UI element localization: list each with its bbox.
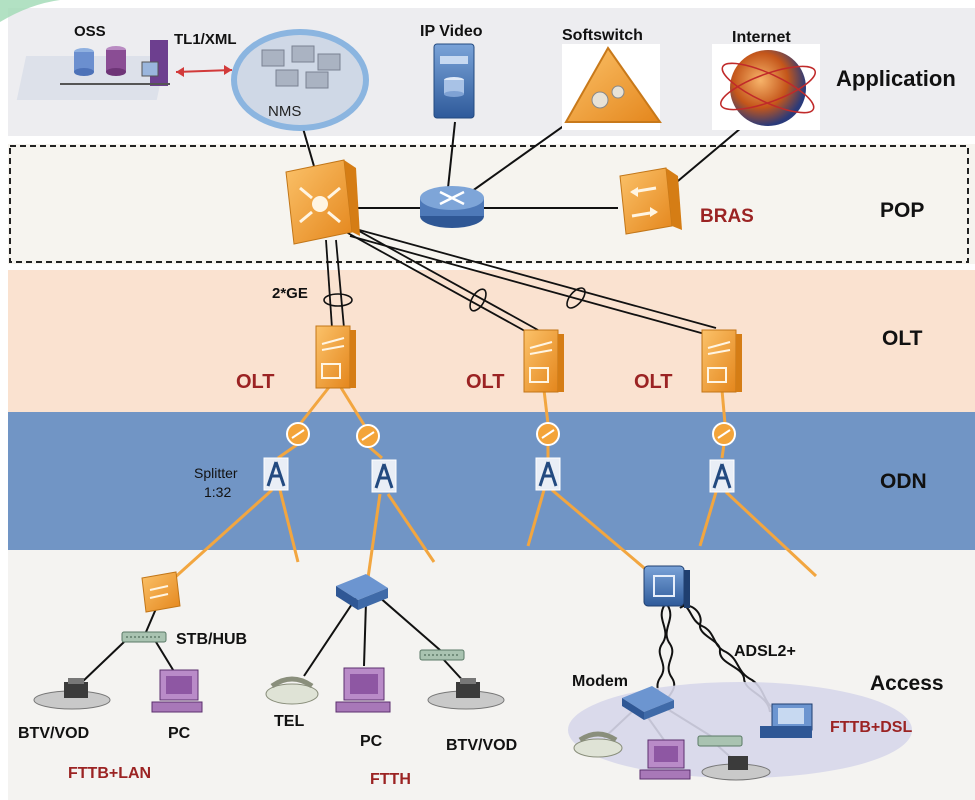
pc-2[interactable] [335, 667, 391, 713]
olt-label-1: OLT [236, 371, 275, 393]
splitters [263, 457, 735, 493]
layer-label-application: Application [836, 66, 956, 91]
ge-label: 2*GE [272, 285, 308, 302]
layer-label-odn: ODN [880, 470, 927, 493]
core-switch[interactable] [285, 159, 360, 245]
onu-fttb-lan[interactable] [141, 571, 181, 613]
btv-vod-label-1: BTV/VOD [18, 725, 89, 742]
ip-video-label: IP Video [420, 23, 483, 40]
softswitch-label: Softswitch [562, 27, 643, 44]
link-softswitch-router [467, 119, 573, 195]
telephone-dsl[interactable] [573, 731, 623, 758]
pc-1[interactable] [151, 669, 203, 713]
ont-ftth[interactable] [336, 574, 388, 610]
bras-label: BRAS [700, 206, 754, 227]
splitter-label: Splitter [194, 465, 238, 481]
nms-label: NMS [268, 103, 301, 120]
stb-hub-label: STB/HUB [176, 631, 247, 648]
splitter-icon[interactable] [263, 457, 289, 491]
tv-set-top-box-3[interactable] [701, 756, 771, 781]
optical-connectors [286, 422, 736, 448]
adsl-label: ADSL2+ [734, 643, 796, 660]
pc-label-1: PC [168, 725, 191, 742]
layer-labels: Application POP OLT ODN Access [836, 66, 956, 695]
dsl-computer[interactable] [760, 703, 813, 738]
telephone[interactable] [265, 676, 319, 705]
nms-server-cluster[interactable]: NMS [231, 29, 369, 131]
pop-band [8, 144, 975, 264]
ip-video-server[interactable]: IP Video [420, 23, 483, 119]
oss-nms-arrow-heads [176, 65, 232, 77]
olt-device-2[interactable] [523, 329, 564, 393]
splitter-ratio-label: 1:32 [204, 484, 231, 500]
link-ipvideo-router [447, 121, 456, 189]
layer-label-olt: OLT [882, 327, 923, 350]
hub-ftth[interactable] [419, 649, 465, 661]
tv-set-top-box-1[interactable] [33, 678, 111, 710]
btv-vod-label-2: BTV/VOD [446, 737, 517, 754]
connector-icon [712, 422, 736, 446]
layer-label-access: Access [870, 672, 944, 695]
olt-device-3[interactable] [701, 329, 742, 393]
msan-dslam[interactable] [643, 565, 690, 608]
olt-device-1[interactable] [315, 325, 356, 389]
olt-label-3: OLT [634, 371, 673, 393]
softswitch-device[interactable]: Softswitch [562, 27, 662, 130]
tel-label: TEL [274, 713, 304, 730]
bras-device[interactable] [619, 167, 682, 235]
pc-dsl[interactable] [639, 739, 691, 780]
fttb-lan-label: FTTB+LAN [68, 765, 151, 782]
fiber-links [170, 385, 818, 582]
internet-globe[interactable]: Internet [712, 29, 820, 130]
router[interactable] [420, 186, 484, 228]
olt-band [8, 270, 975, 412]
splitter-icon[interactable] [371, 459, 397, 493]
link-oss-nms [175, 69, 233, 73]
fttb-dsl-label: FTTB+DSL [830, 719, 912, 736]
tv-set-top-box-2[interactable] [427, 678, 505, 710]
odn-band [8, 412, 975, 550]
stb-hub-device[interactable] [121, 631, 167, 643]
connector-icon [286, 422, 310, 446]
modem-label: Modem [572, 673, 628, 690]
corner-decoration [0, 0, 60, 22]
ge-links [323, 225, 717, 337]
splitter-icon[interactable] [535, 457, 561, 491]
oss-label: OSS [74, 23, 106, 40]
ftth-label: FTTH [370, 771, 411, 788]
hub-dsl[interactable] [697, 735, 743, 747]
pop-dashed-border [9, 145, 969, 263]
connector-icon [356, 424, 380, 448]
connector-icon [536, 422, 560, 446]
layer-label-pop: POP [880, 199, 924, 222]
internet-label: Internet [732, 29, 791, 46]
tl1-xml-label: TL1/XML [174, 31, 237, 48]
oss-system[interactable]: OSS [16, 23, 170, 100]
splitter-icon[interactable] [709, 459, 735, 493]
pc-label-2: PC [360, 733, 383, 750]
modem[interactable] [622, 686, 674, 720]
olt-label-2: OLT [466, 371, 505, 393]
